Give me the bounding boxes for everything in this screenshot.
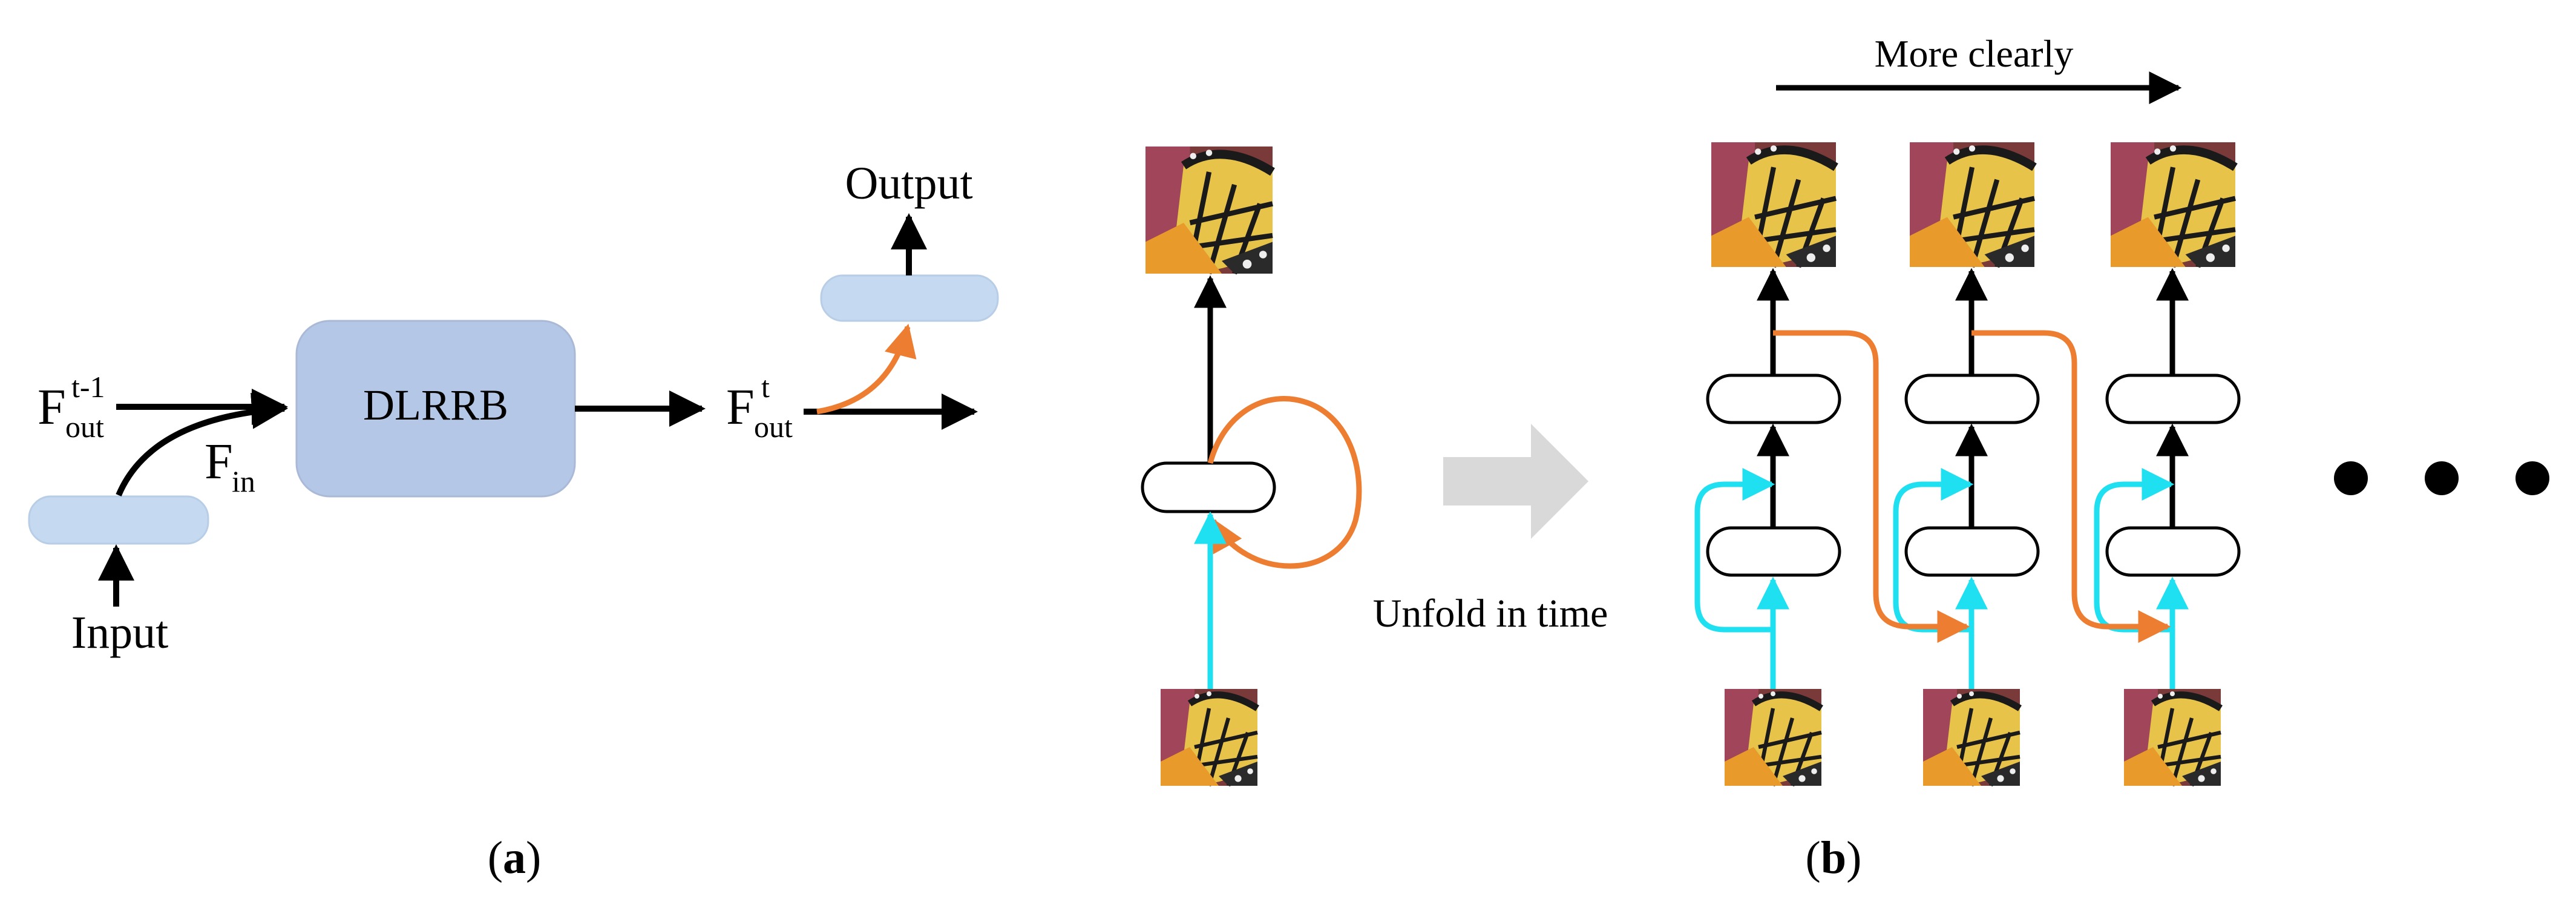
output-bar xyxy=(820,274,999,322)
unfold-arrow xyxy=(1443,424,1588,539)
step3-lower-cell xyxy=(2105,526,2241,577)
f-prev-label: F t-1 out xyxy=(38,370,105,444)
step2-lower-cell xyxy=(1904,526,2040,577)
folded-output-image xyxy=(1145,147,1273,274)
svg-text:out: out xyxy=(754,410,793,444)
folded-cell xyxy=(1141,461,1276,513)
step1-skip-cyan xyxy=(1694,468,1775,633)
step1-upper-cell xyxy=(1706,374,1841,424)
folded-input-image xyxy=(1161,689,1257,786)
unfold-step-2 xyxy=(1893,142,2040,786)
svg-text:t: t xyxy=(761,370,770,404)
ellipsis-dot-2 xyxy=(2425,461,2459,495)
dlrrb-label: DLRRB xyxy=(363,381,508,429)
svg-text:t-1: t-1 xyxy=(71,370,105,404)
step3-input-image xyxy=(2124,689,2221,786)
step1-lower-cell xyxy=(1706,526,1841,577)
input-label: Input xyxy=(71,607,168,658)
unfold-label: Unfold in time xyxy=(1373,591,1608,636)
step2-upper-cell xyxy=(1904,374,2040,424)
panel-b-unfolded: More clearly xyxy=(1694,32,2549,786)
svg-text:F: F xyxy=(205,433,233,490)
step2-input-image xyxy=(1923,689,2020,786)
f-in-label: F in xyxy=(205,433,255,498)
output-label: Output xyxy=(845,158,972,209)
panel-a: DLRRB Input F t-1 out F in F t out xyxy=(28,158,999,883)
caption-a: (a) xyxy=(488,832,542,883)
svg-text:F: F xyxy=(38,379,66,435)
orange-output-curve xyxy=(816,323,917,415)
svg-text:in: in xyxy=(232,464,255,498)
svg-text:out: out xyxy=(65,410,104,444)
step1-input-image xyxy=(1725,689,1821,786)
step2-output-image xyxy=(1910,142,2034,267)
ellipsis-dot-1 xyxy=(2334,461,2368,495)
input-bar xyxy=(28,495,209,545)
svg-text:F: F xyxy=(726,379,755,435)
f-in-curve-arrow xyxy=(116,392,288,496)
unfold-step-3 xyxy=(2094,142,2241,786)
f-out-label: F t out xyxy=(726,370,793,444)
panel-b-folded xyxy=(1141,147,1362,786)
step3-upper-cell xyxy=(2105,374,2241,424)
orange-link-2-3 xyxy=(1971,330,2171,643)
caption-b: (b) xyxy=(1806,832,1862,883)
more-clearly-label: More clearly xyxy=(1875,32,2074,75)
unfold-step-1 xyxy=(1694,142,1841,786)
folded-recurrent-loop xyxy=(1207,396,1362,569)
step3-output-image xyxy=(2111,142,2235,267)
step1-output-image xyxy=(1711,142,1836,267)
orange-link-1-2 xyxy=(1773,330,1970,643)
ellipsis-dot-3 xyxy=(2515,461,2549,495)
